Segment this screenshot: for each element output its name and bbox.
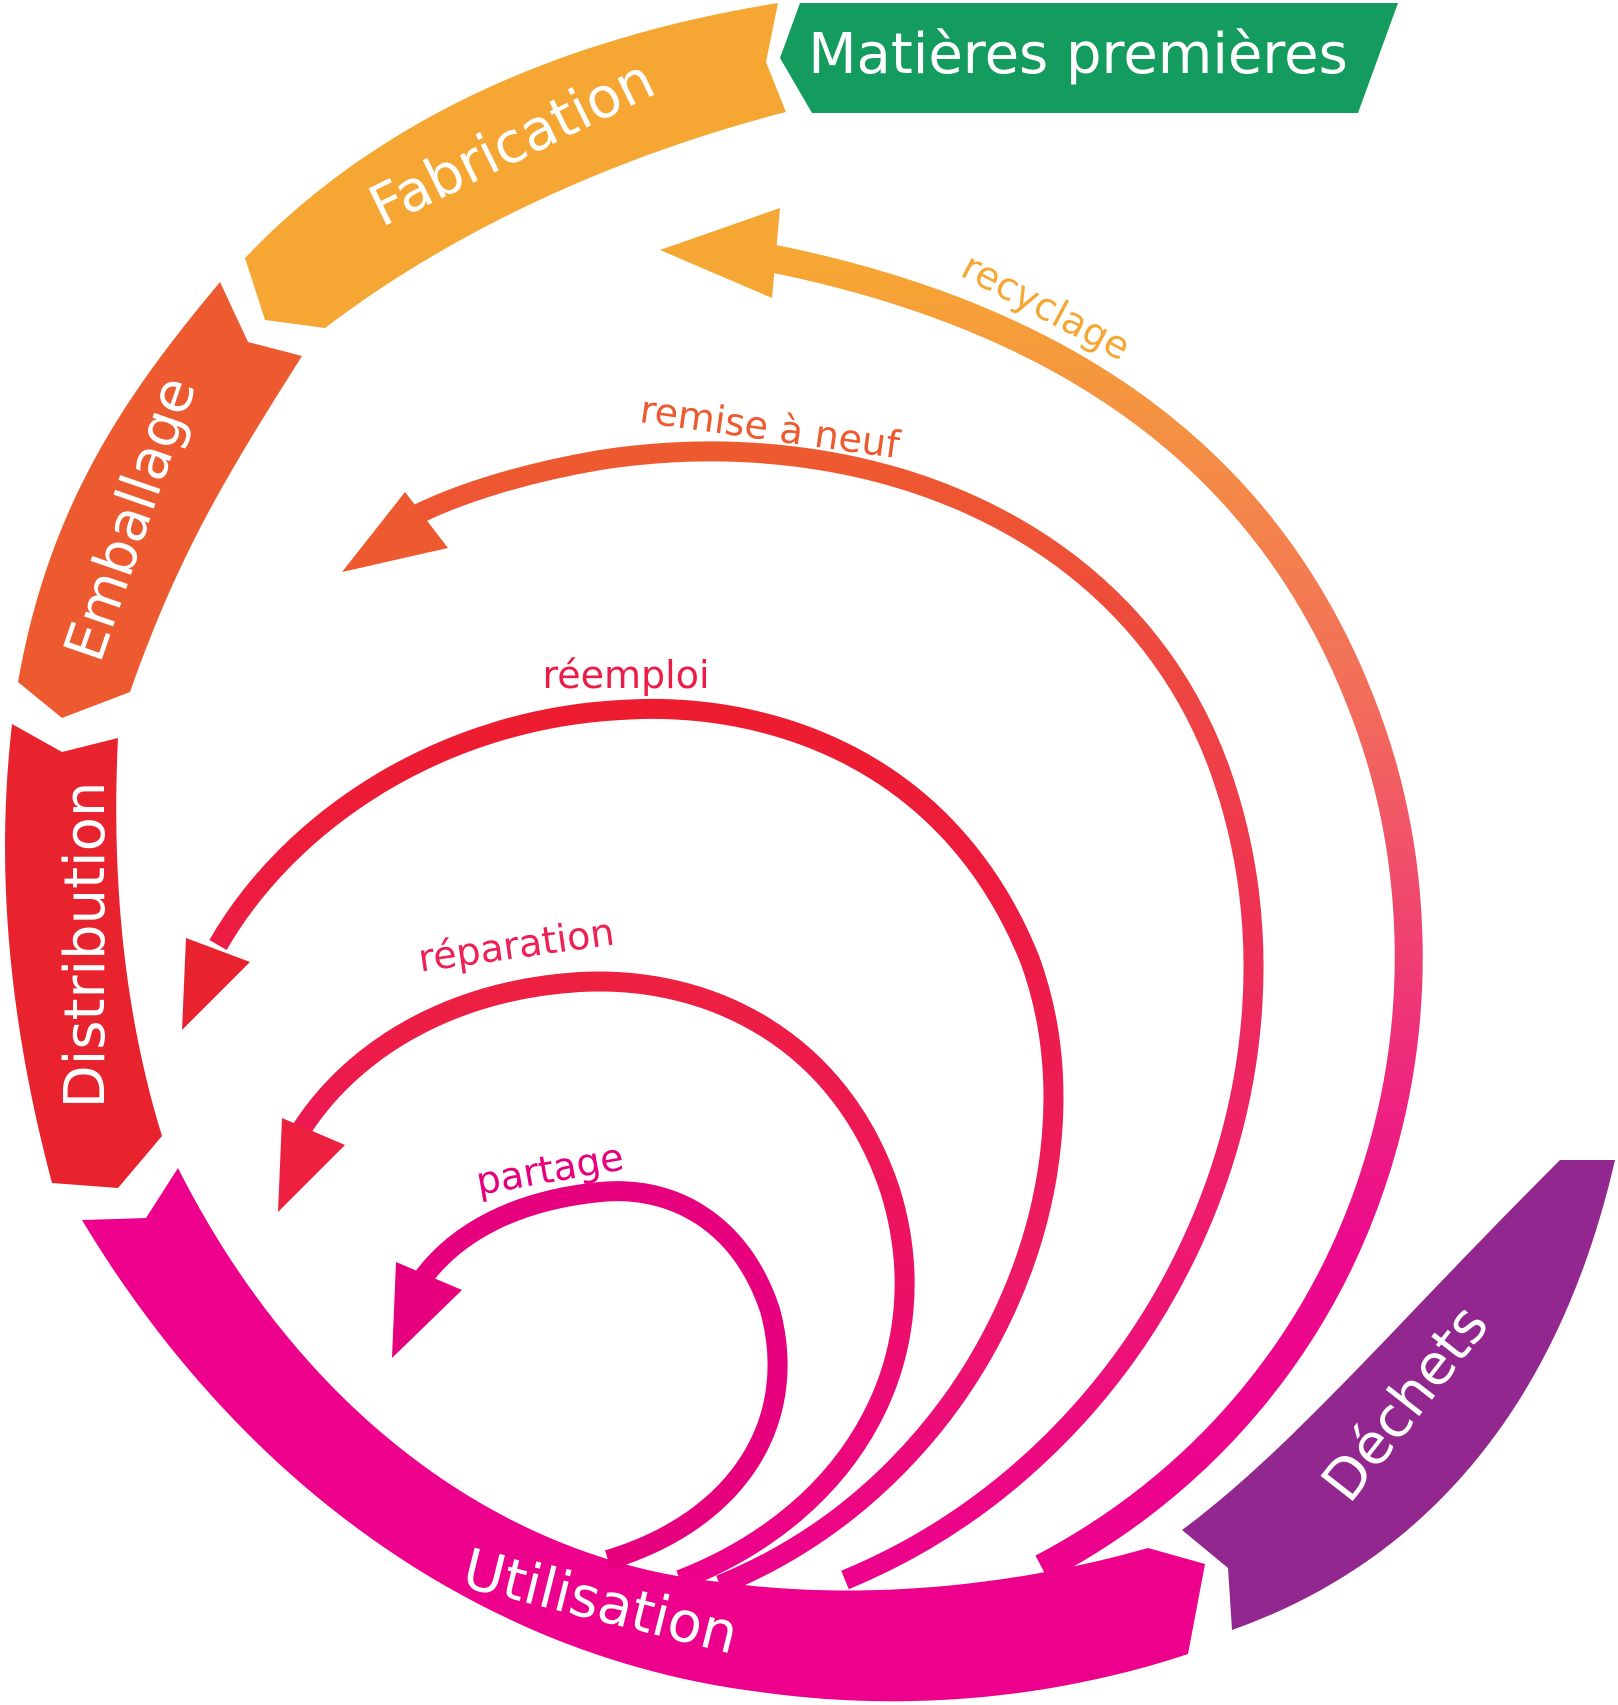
partage-arrowhead [392, 1262, 462, 1358]
recyclage-arrowhead [660, 208, 780, 298]
reparation-arc [289, 971, 915, 1590]
reemploi-arrowhead [182, 938, 250, 1030]
reemploi-label: réemploi [542, 653, 709, 697]
remise-arc [405, 441, 1264, 1590]
utilisation-band [82, 1168, 1205, 1702]
matieres-label: Matières premières [808, 22, 1348, 87]
emballage-band [18, 282, 302, 718]
distribution-label: Distribution [53, 782, 118, 1109]
loop-reemploi: réemploi [182, 653, 1064, 1595]
reparation-label: réparation [415, 910, 616, 981]
partage-arc [409, 1181, 788, 1570]
remise-arrowhead [342, 492, 448, 572]
loop-remise-a-neuf: remise à neuf [342, 387, 1264, 1590]
reparation-arrowhead [278, 1118, 345, 1212]
stage-fabrication: Fabrication [245, 3, 786, 328]
loop-partage: partage [392, 1135, 788, 1570]
stage-emballage: Emballage [18, 282, 302, 718]
dechets-band [1182, 1160, 1615, 1630]
recyclage-arc [767, 244, 1423, 1581]
reemploi-arc [209, 698, 1064, 1595]
matieres-band [780, 3, 1398, 113]
stage-matieres: Matières premières [780, 3, 1398, 113]
fabrication-band [245, 3, 786, 328]
stage-distribution: Distribution [5, 724, 162, 1188]
distribution-band [5, 724, 162, 1188]
